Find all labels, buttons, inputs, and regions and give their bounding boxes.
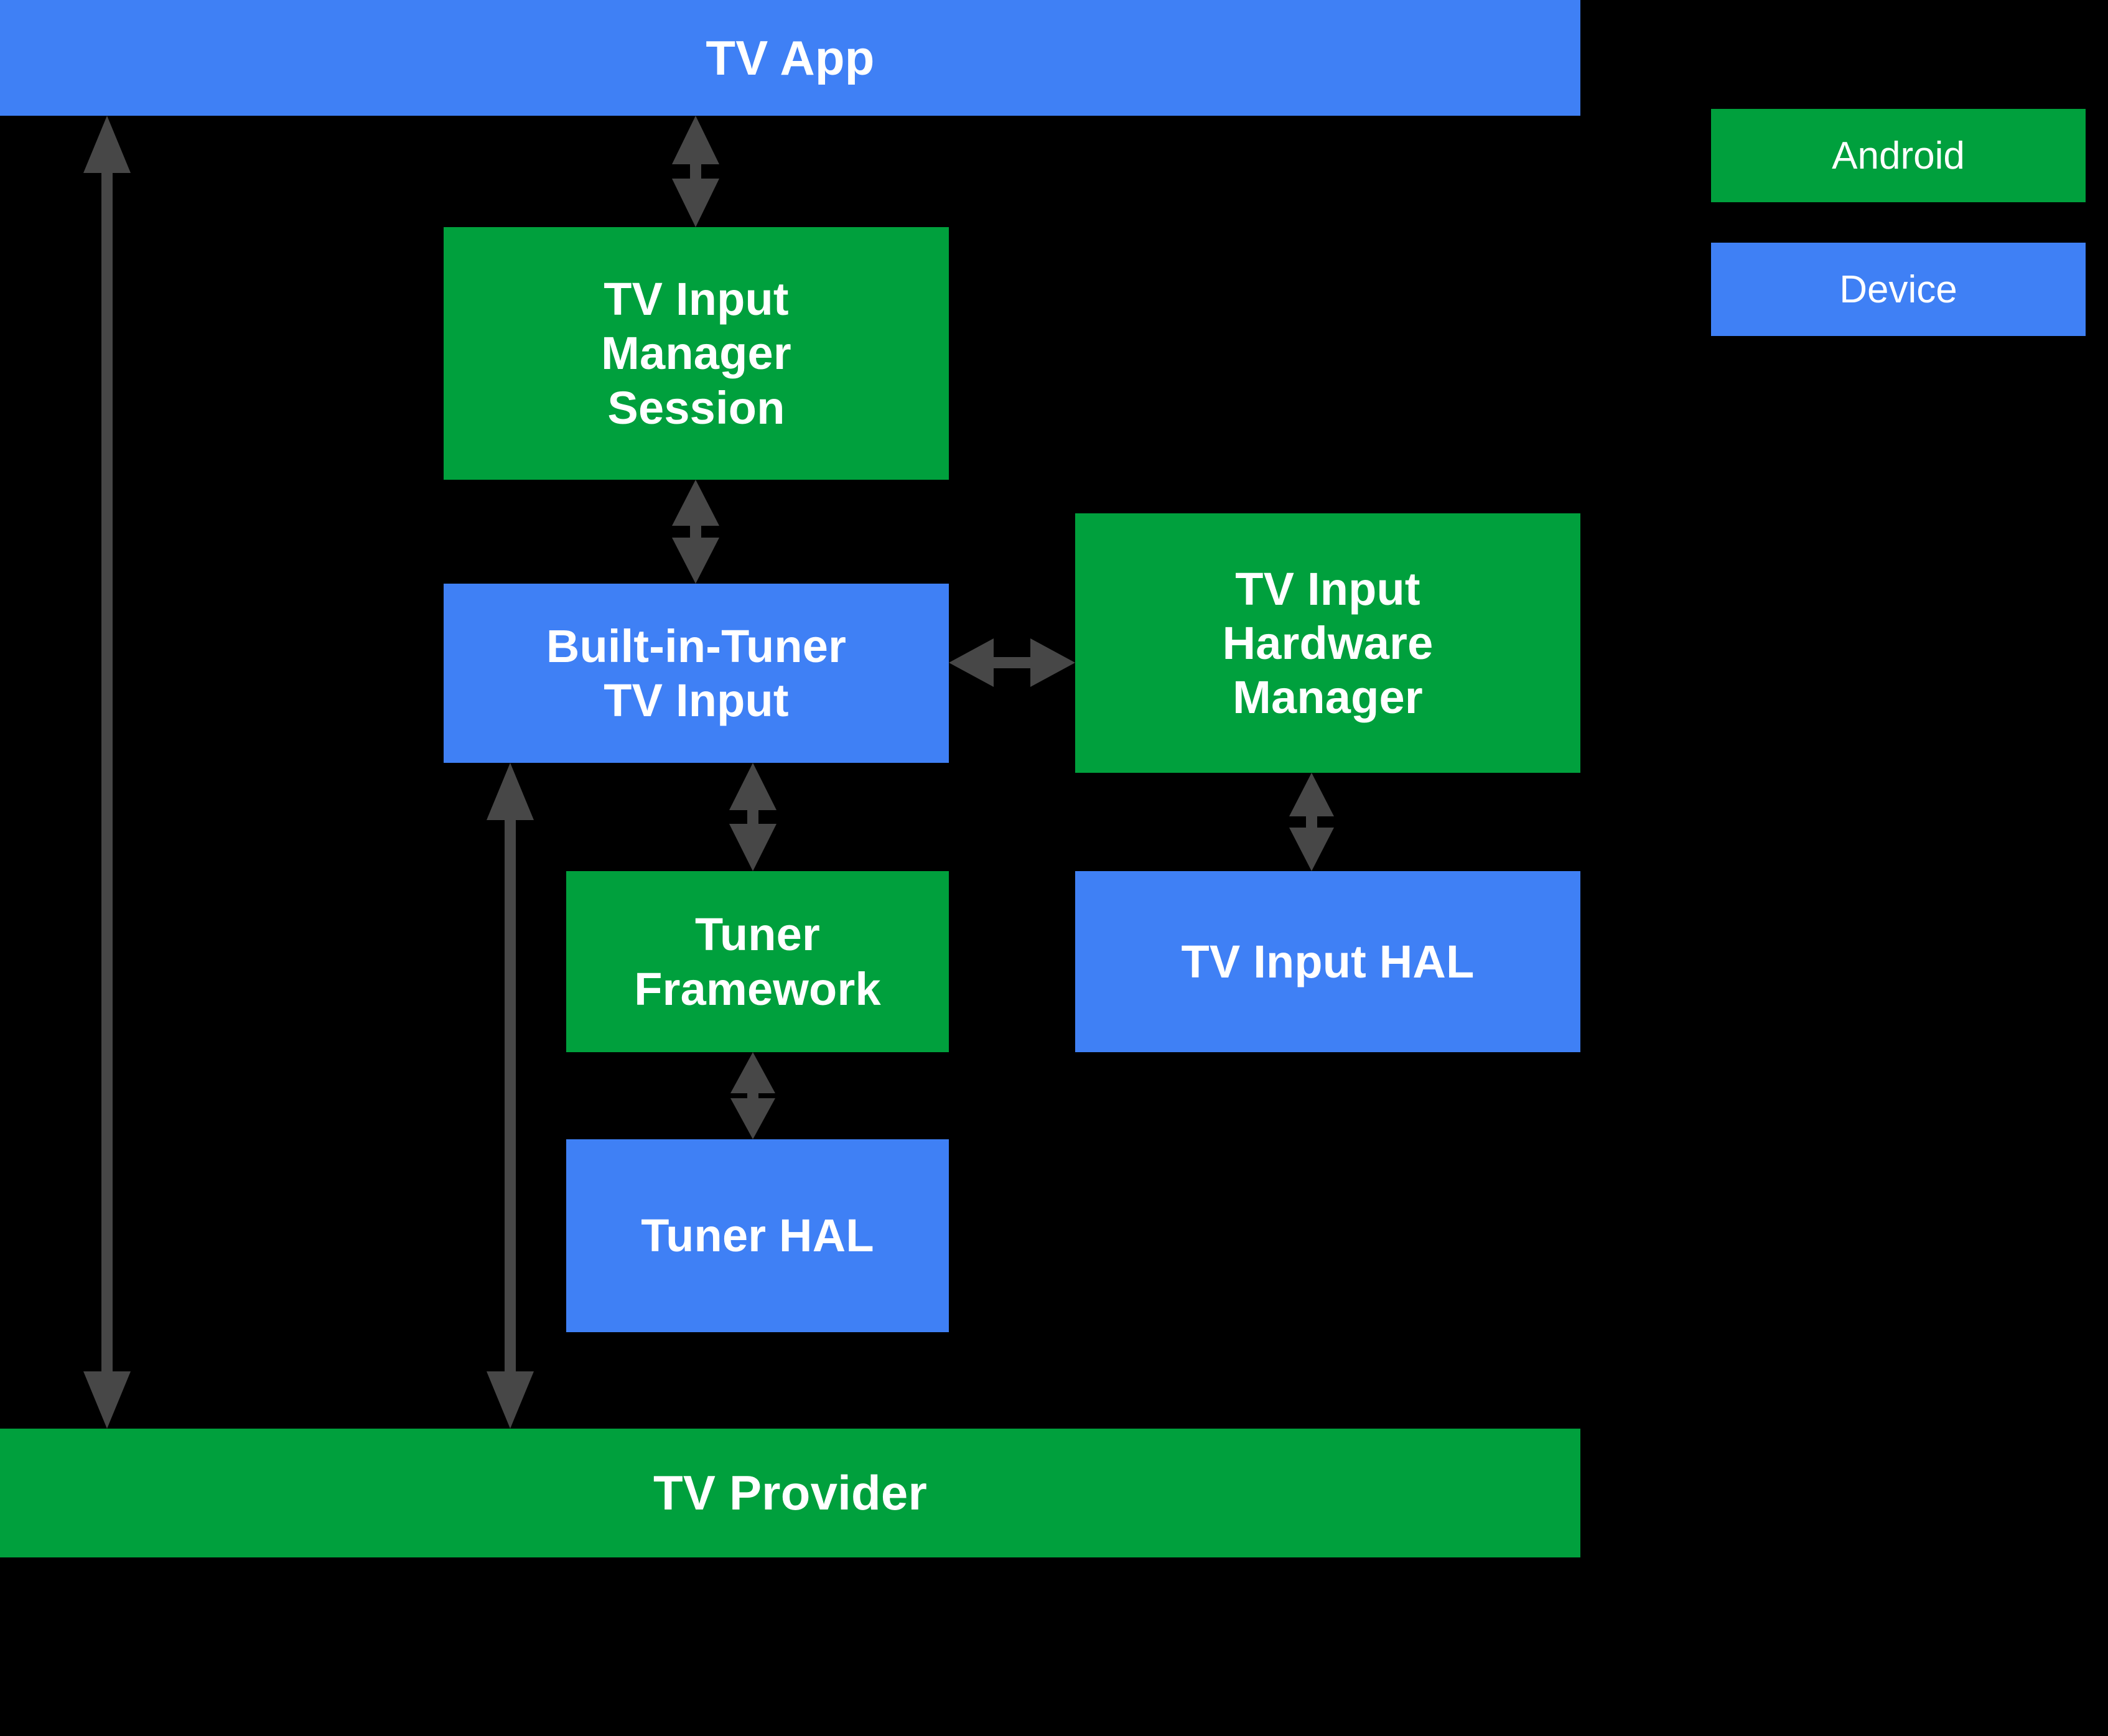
edge-tuner-framework-to-tuner-hal [714, 1052, 791, 1139]
edge-built-in-tuner-to-tv-provider [472, 763, 549, 1429]
edge-built-in-tuner-to-tuner-framework [714, 763, 791, 871]
legend: Android Device [1711, 109, 2086, 336]
node-built-in-tuner-tv-input: Built-in-Tuner TV Input [444, 584, 949, 763]
edge-tv-input-manager-session-to-built-in-tuner [657, 480, 734, 584]
edge-tv-input-hardware-manager-to-tv-input-hal [1273, 773, 1350, 871]
node-tuner-hal: Tuner HAL [566, 1139, 949, 1332]
node-tv-app: TV App [0, 0, 1580, 116]
edge-tv-app-to-tv-input-manager-session [657, 116, 734, 227]
node-tuner-framework: Tuner Framework [566, 871, 949, 1052]
legend-label-android: Android [1832, 134, 1965, 177]
legend-item-device: Device [1711, 243, 2086, 336]
edge-built-in-tuner-to-tv-input-hardware-manager [949, 628, 1075, 697]
legend-item-android: Android [1711, 109, 2086, 202]
node-tv-input-hal: TV Input HAL [1075, 871, 1580, 1052]
node-tv-provider: TV Provider [0, 1429, 1580, 1557]
edge-tv-app-to-tv-provider [68, 116, 146, 1429]
node-tv-input-manager-session: TV Input Manager Session [444, 227, 949, 480]
node-tv-input-hardware-manager: TV Input Hardware Manager [1075, 513, 1580, 773]
legend-label-device: Device [1839, 268, 1957, 311]
